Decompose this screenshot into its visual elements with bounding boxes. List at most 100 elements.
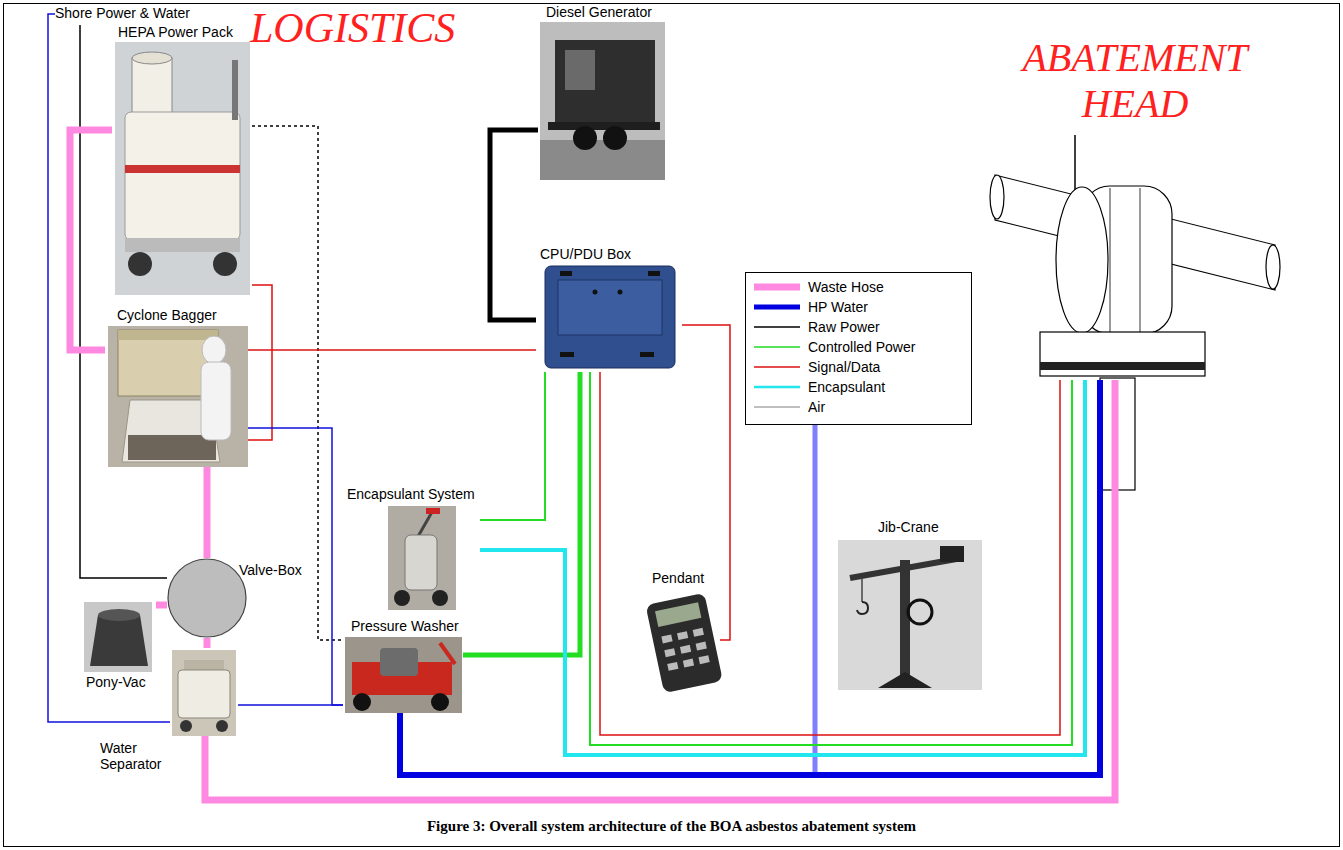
connector <box>70 130 112 350</box>
encapsulant-grip <box>426 508 440 514</box>
worker-suit <box>201 362 231 440</box>
equipment-label: CPU/PDU Box <box>540 246 631 262</box>
legend-swatch <box>754 381 800 393</box>
head-frame-strip <box>1040 362 1205 370</box>
separator-wheel <box>180 720 192 732</box>
equipment-node: HEPA Power Pack <box>112 22 252 297</box>
hepa-canister-top <box>132 52 172 64</box>
legend-text: Waste Hose <box>808 279 884 295</box>
legend-entry: Waste Hose <box>754 277 963 297</box>
hepa-wheel <box>128 252 152 276</box>
pendant-key <box>667 662 678 671</box>
connector <box>463 372 580 655</box>
cpu-box-screw <box>618 290 623 295</box>
figure-caption: Figure 3: Overall system architecture of… <box>427 817 916 835</box>
legend-swatch <box>754 401 800 413</box>
hepa-wheel <box>213 252 237 276</box>
crane-cable <box>861 578 863 602</box>
pendant-key <box>696 642 707 651</box>
generator-panel <box>565 50 595 90</box>
connector <box>248 349 536 351</box>
connector <box>490 130 538 320</box>
connector <box>480 372 545 520</box>
legend-swatch <box>754 301 800 313</box>
hepa-handle <box>232 60 238 120</box>
crane-base <box>878 672 932 688</box>
connector <box>682 325 730 640</box>
connector <box>238 704 343 706</box>
pipe-end <box>990 175 1004 219</box>
equipment-node: Cyclone Bagger <box>105 307 248 467</box>
legend-drop-line <box>813 425 818 775</box>
equipment-label: Water Separator <box>100 740 166 772</box>
legend-entry: Air <box>754 397 963 417</box>
crane-mast <box>900 560 910 680</box>
legend-line <box>754 326 800 328</box>
legend-line <box>754 407 800 408</box>
equipment-label: HEPA Power Pack <box>118 24 233 40</box>
legend-entry: HP Water <box>754 297 963 317</box>
equipment-label: Pony-Vac <box>86 674 146 690</box>
generator-trailer <box>548 122 660 130</box>
equipment-label: Cyclone Bagger <box>117 307 217 323</box>
section-heading: LOGISTICS <box>250 4 455 52</box>
hepa-base <box>125 238 240 252</box>
equipment-label: Shore Power & Water <box>55 5 190 21</box>
equipment-label: Jib-Crane <box>878 519 939 535</box>
equipment-label: Encapsulant System <box>347 486 475 502</box>
legend-text: Signal/Data <box>808 359 880 375</box>
pendant-key <box>699 655 710 664</box>
legend-line <box>754 284 800 291</box>
pendant-key <box>677 631 688 640</box>
pendant-key <box>683 659 694 668</box>
legend-entry: Controlled Power <box>754 337 963 357</box>
generator-ground <box>540 140 665 180</box>
legend-swatch <box>754 281 800 293</box>
cpu-box-body <box>545 266 675 368</box>
separator-photo <box>172 650 236 736</box>
cpu-box-panel <box>558 280 662 335</box>
encapsulant-wheel <box>432 590 448 606</box>
equipment-label: Diesel Generator <box>546 4 652 20</box>
legend-text: HP Water <box>808 299 868 315</box>
legend-swatch <box>754 341 800 353</box>
connector <box>248 285 272 440</box>
legend-swatch <box>754 361 800 373</box>
legend-entry: Raw Power <box>754 317 963 337</box>
legend-line <box>754 305 800 310</box>
washer-motor <box>380 648 418 676</box>
connector <box>48 14 170 722</box>
equipment-node: Encapsulant System <box>345 486 480 612</box>
legend-line <box>754 366 800 368</box>
hepa-photo <box>115 42 250 295</box>
bagger-band <box>118 330 218 340</box>
encapsulant-photo <box>388 506 456 610</box>
crane-hook <box>857 602 868 614</box>
separator-tank <box>178 670 230 718</box>
equipment-node: Water Separator <box>170 648 238 736</box>
pendant-key <box>693 628 704 637</box>
separator-wheel <box>216 720 228 732</box>
head-hanger <box>1074 135 1076 194</box>
connector <box>600 372 1060 735</box>
equipment-node: CPU/PDU Box <box>536 246 682 372</box>
hepa-body <box>125 112 240 240</box>
valve-box-shape <box>167 558 247 638</box>
valve-box: Valve-Box <box>167 558 247 638</box>
equipment-node: Pressure Washer <box>343 618 463 713</box>
washer-wheel <box>431 693 449 711</box>
generator-wheel <box>603 126 627 150</box>
abatement-head: ABATEMENT HEAD <box>990 35 1280 380</box>
crane-photo <box>838 540 982 690</box>
pipe-end <box>1266 245 1280 289</box>
legend-text: Raw Power <box>808 319 880 335</box>
generator-housing <box>555 40 655 125</box>
legend-box: Waste Hose HP WaterRaw PowerControlled Po… <box>745 272 972 425</box>
legend-entry: Signal/Data <box>754 357 963 377</box>
head-drum-face <box>1056 187 1108 333</box>
equipment-node: Pony-Vac <box>82 600 156 692</box>
equipment-label: Valve-Box <box>239 562 302 578</box>
label-holder: LOGISTICS <box>250 4 455 52</box>
